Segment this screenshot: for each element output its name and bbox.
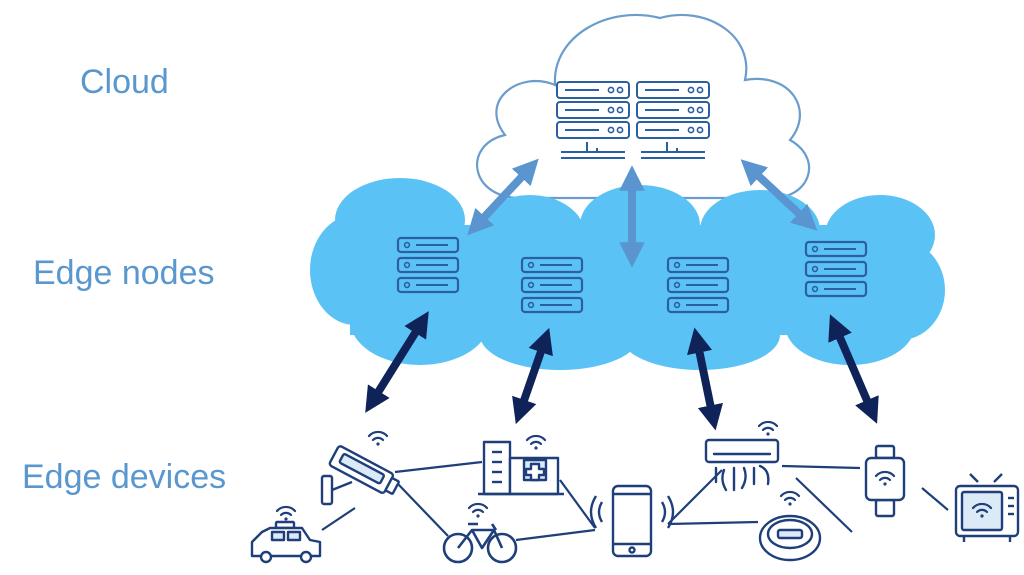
edge-devices-label: Edge devices (22, 458, 227, 496)
edge-device-arrow-3 (687, 327, 723, 431)
cloud-edge-arrow-3 (740, 159, 818, 231)
edge-node-3-server-icon (668, 258, 728, 312)
security-camera-icon (320, 430, 400, 506)
edge-device-arrow-1 (365, 311, 429, 413)
bicycle-icon (442, 502, 518, 564)
smartwatch-icon (864, 444, 906, 518)
edge-device-arrow-2 (512, 327, 553, 425)
edge-node-2-server-icon (522, 258, 582, 312)
cloud-label: Cloud (80, 63, 169, 101)
hospital-icon (478, 434, 564, 496)
smartphone-icon (589, 484, 675, 558)
cloud-edge-arrow-1 (467, 158, 539, 236)
smart-tv-icon (954, 473, 1020, 542)
edge-device-arrows (365, 311, 879, 431)
edge-nodes-label: Edge nodes (33, 254, 215, 292)
cloud-edge-arrows (467, 158, 818, 268)
edge-node-1-server-icon (398, 238, 458, 292)
air-conditioner-icon (704, 420, 780, 492)
taxi-icon (250, 505, 322, 564)
edge-device-arrow-4 (828, 314, 879, 424)
robot-vacuum-icon (758, 490, 822, 562)
edge-node-4-server-icon (806, 242, 866, 296)
device-connections (321, 460, 949, 542)
